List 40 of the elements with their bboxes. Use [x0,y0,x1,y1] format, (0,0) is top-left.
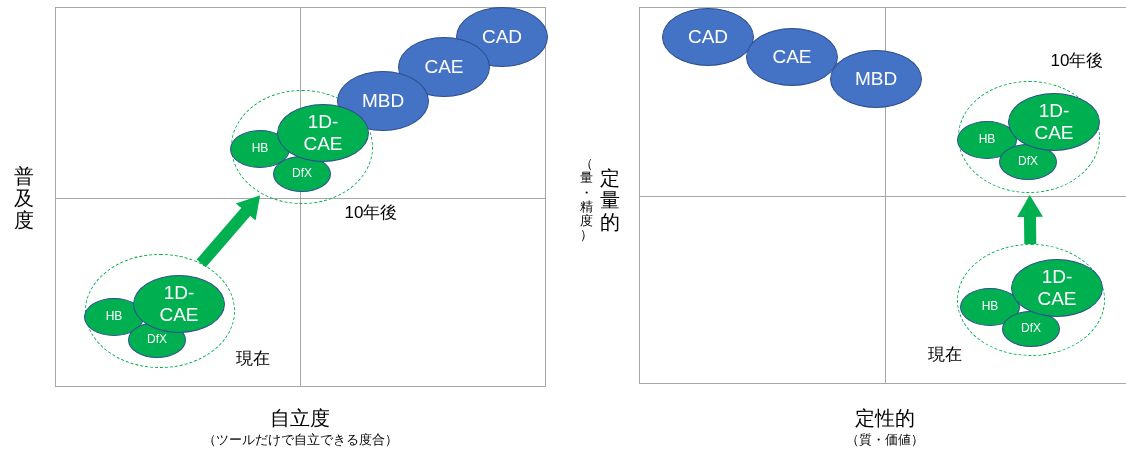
tool-ellipse [1008,93,1100,151]
tool-label: HB [105,310,123,324]
tool-label: 1D-CAE [1033,100,1075,144]
tool-ellipse [960,288,1020,326]
tool-label: 1D-CAE [158,282,200,326]
tool-label: CAD [481,26,523,48]
tool-label: 1D-CAE [302,111,344,155]
time-label: 10年後 [1050,50,1104,73]
tool-label: DfX [1018,155,1038,169]
tool-label: HB [981,300,999,314]
progress-arrow [1017,195,1043,245]
axis-label: 定性的 [855,406,915,431]
tool-ellipse [957,121,1017,159]
axis-label: （量・精度） [579,157,593,243]
tool-label: MBD [854,68,898,90]
progress-arrow [196,195,261,268]
tool-ellipse [133,275,225,333]
tool-label: DfX [1021,322,1041,336]
tool-ellipse [84,298,144,336]
tool-ellipse [273,156,331,192]
time-label: 現在 [928,344,962,367]
tool-label: HB [251,142,269,156]
axis-label: 普及度 [14,165,34,231]
axis-label: 自立度 [270,406,330,431]
tool-label: CAE [424,56,464,78]
tool-label: DfX [147,333,167,347]
tool-ellipse [1002,311,1060,347]
tool-label: DfX [292,167,312,181]
tool-ellipse [1011,259,1103,317]
axis-label: 定量的 [600,167,620,233]
tool-label: MBD [361,90,405,112]
tool-label: CAD [687,26,729,48]
tool-label: HB [978,133,996,147]
tool-label: 1D-CAE [1036,266,1078,310]
time-label: 現在 [236,348,270,371]
axis-label: （質・価値） [846,431,924,450]
axis-label: （ツールだけで自立できる度合） [202,431,398,450]
tool-label: CAE [772,46,812,68]
tool-ellipse [230,130,290,168]
time-label: 10年後 [344,202,398,225]
